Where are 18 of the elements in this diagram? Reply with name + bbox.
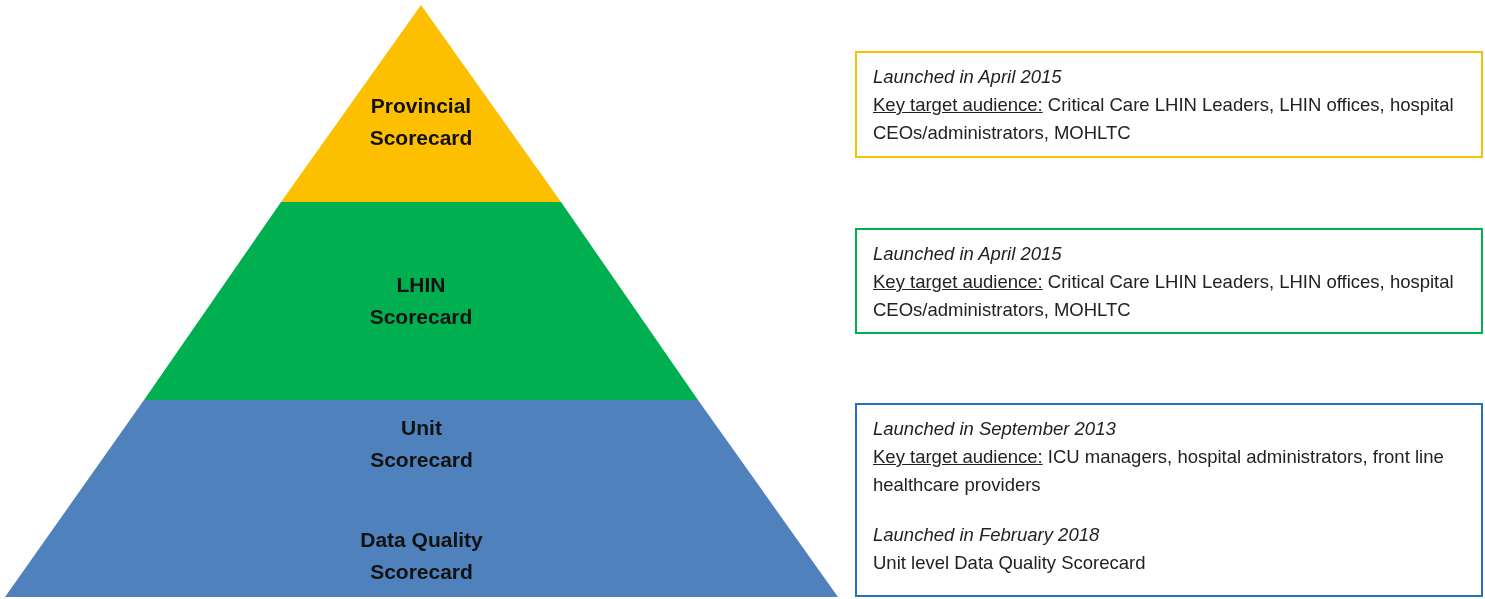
info-card [855, 228, 1483, 334]
pyramid-tier [144, 202, 698, 400]
audience-text: Unit level Data Quality Scorecard [873, 551, 1147, 575]
launch-date: Launched in February 2018 [873, 523, 1101, 547]
launch-date: Launched in April 2015 [873, 242, 1063, 266]
launch-date: Launched in September 2013 [873, 417, 1117, 441]
audience-text: Key target audience: ICU managers, hospital administrators, front line healthcare providers [873, 445, 1445, 497]
audience-text: Key target audience: Critical Care LHIN Leaders, LHIN offices, hospital CEOs/administrators, MOHLTC [873, 270, 1455, 322]
info-card [855, 51, 1483, 158]
pyramid-tier [5, 400, 838, 597]
info-card [855, 403, 1483, 597]
tier-label: Data Quality Scorecard [359, 527, 484, 585]
launch-date: Launched in April 2015 [873, 65, 1063, 89]
tier-label: LHIN Scorecard [368, 272, 474, 330]
tier-label: Provincial Scorecard [368, 93, 474, 151]
audience-text: Key target audience: Critical Care LHIN Leaders, LHIN offices, hospital CEOs/administrators, MOHLTC [873, 93, 1455, 145]
pyramid-tier [281, 5, 561, 202]
tier-label: Unit Scorecard [369, 415, 474, 473]
